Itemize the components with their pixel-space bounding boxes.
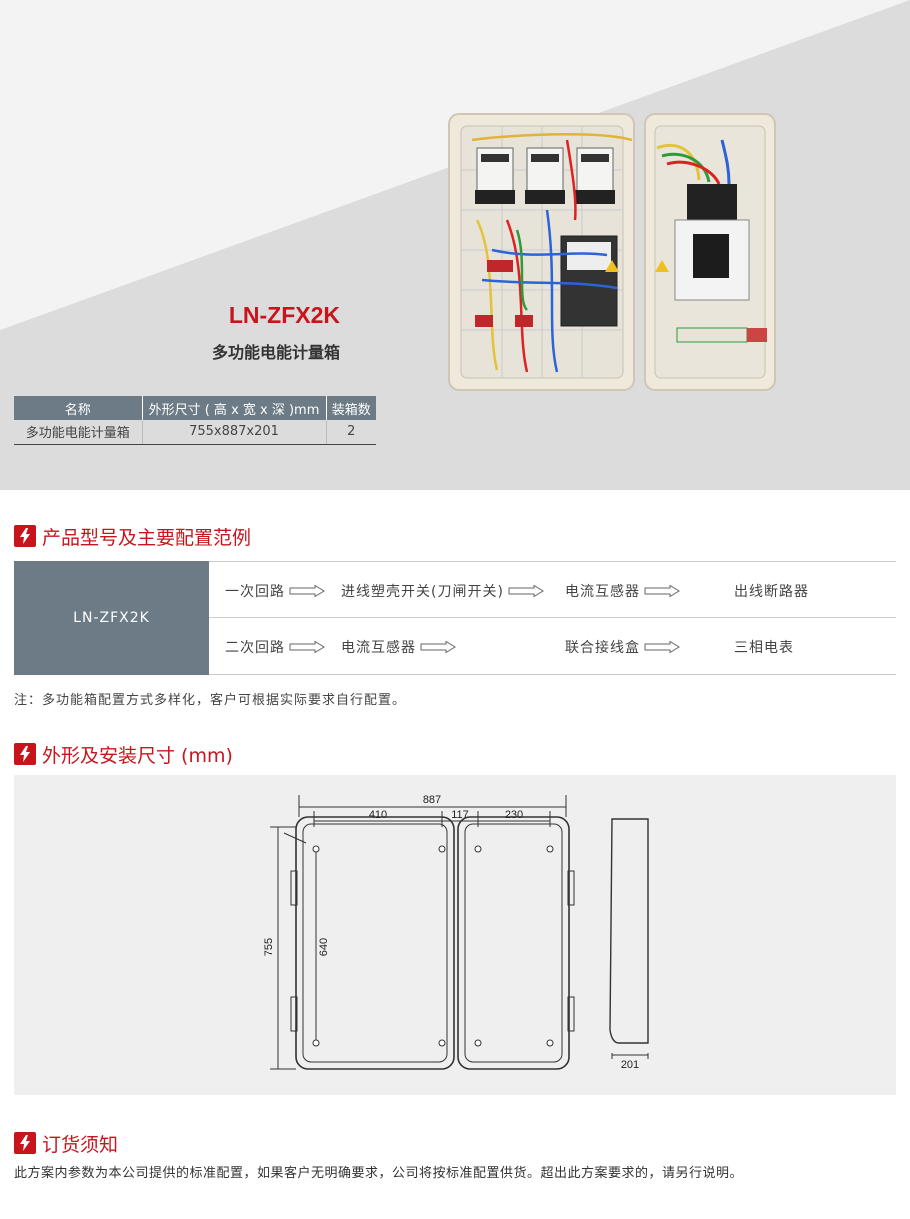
table-cell: 多功能电能计量箱: [14, 420, 143, 445]
config-item: 联合接线盒: [565, 618, 680, 675]
dim-inner-height: 640: [318, 938, 330, 956]
dimension-drawing: 887 410 117 230 755 640 201: [263, 794, 649, 1071]
column-header: 名称: [14, 396, 143, 420]
config-item: 电流互感器: [565, 562, 680, 619]
dim-depth: 201: [621, 1059, 639, 1071]
config-item: 三相电表: [734, 618, 794, 675]
dim-width-2: 117: [451, 809, 469, 821]
column-header: 外形尺寸 ( 高 x 宽 x 深 )mm: [142, 396, 327, 420]
config-item-label: 出线断路器: [734, 583, 809, 600]
dimension-drawing-panel: [14, 775, 896, 1095]
config-row-primary: 一次回路 进线塑壳开关(刀闸开关) 电流互感器 出线断路器: [209, 561, 896, 618]
section-dimensions-heading: 外形及安装尺寸 (mm): [14, 741, 233, 767]
config-item-label: 进线塑壳开关(刀闸开关): [341, 583, 504, 600]
product-model-title: LN-ZFX2K: [228, 302, 340, 328]
lightning-icon: [14, 525, 36, 547]
section-title: 产品型号及主要配置范例: [42, 526, 252, 549]
arrow-right-icon: [644, 640, 680, 653]
arrow-right-icon: [420, 640, 456, 653]
section-title: 外形及安装尺寸 (mm): [42, 744, 233, 767]
config-item: 进线塑壳开关(刀闸开关): [341, 562, 544, 619]
config-item-label: 联合接线盒: [565, 639, 640, 656]
dim-width-3: 230: [505, 809, 523, 821]
table-header-row: 名称 外形尺寸 ( 高 x 宽 x 深 )mm 装箱数: [14, 396, 376, 420]
order-notice-text: 此方案内参数为本公司提供的标准配置，如果客户无明确要求，公司将按标准配置供货。超…: [14, 1166, 744, 1181]
product-photo: [448, 113, 776, 391]
arrow-right-icon: [508, 584, 544, 597]
table-cell: 2: [326, 420, 376, 445]
config-row-secondary: 二次回路 电流互感器 联合接线盒 三相电表: [209, 618, 896, 675]
config-item-label: 电流互感器: [341, 639, 416, 656]
config-item: 一次回路: [225, 562, 325, 619]
config-item-label: 三相电表: [734, 639, 794, 656]
section-order-heading: 订货须知: [14, 1130, 118, 1156]
arrow-right-icon: [289, 584, 325, 597]
config-table: LN-ZFX2K 一次回路 进线塑壳开关(刀闸开关) 电流互感器 出线断路器 二…: [14, 561, 896, 675]
section-config-heading: 产品型号及主要配置范例: [14, 523, 251, 549]
table-cell: 755x887x201: [142, 420, 327, 445]
dim-width-1: 410: [369, 809, 387, 821]
product-name: 多功能电能计量箱: [211, 343, 340, 362]
spec-table: 名称 外形尺寸 ( 高 x 宽 x 深 )mm 装箱数 多功能电能计量箱 755…: [14, 396, 376, 445]
config-item-label: 二次回路: [225, 639, 285, 656]
config-item: 二次回路: [225, 618, 325, 675]
table-row: 多功能电能计量箱 755x887x201 2: [14, 420, 376, 445]
lightning-icon: [14, 743, 36, 765]
config-item: 出线断路器: [734, 562, 809, 619]
config-item-label: 电流互感器: [565, 583, 640, 600]
config-model: LN-ZFX2K: [14, 561, 209, 675]
section-title: 订货须知: [42, 1133, 119, 1156]
dim-height: 755: [263, 938, 275, 956]
column-header: 装箱数: [326, 396, 376, 420]
arrow-right-icon: [289, 640, 325, 653]
arrow-right-icon: [644, 584, 680, 597]
config-item-label: 一次回路: [225, 583, 285, 600]
dim-total-width: 887: [423, 794, 441, 806]
config-note: 注：多功能箱配置方式多样化，客户可根据实际要求自行配置。: [14, 693, 407, 708]
config-item: 电流互感器: [341, 618, 456, 675]
lightning-icon: [14, 1132, 36, 1154]
